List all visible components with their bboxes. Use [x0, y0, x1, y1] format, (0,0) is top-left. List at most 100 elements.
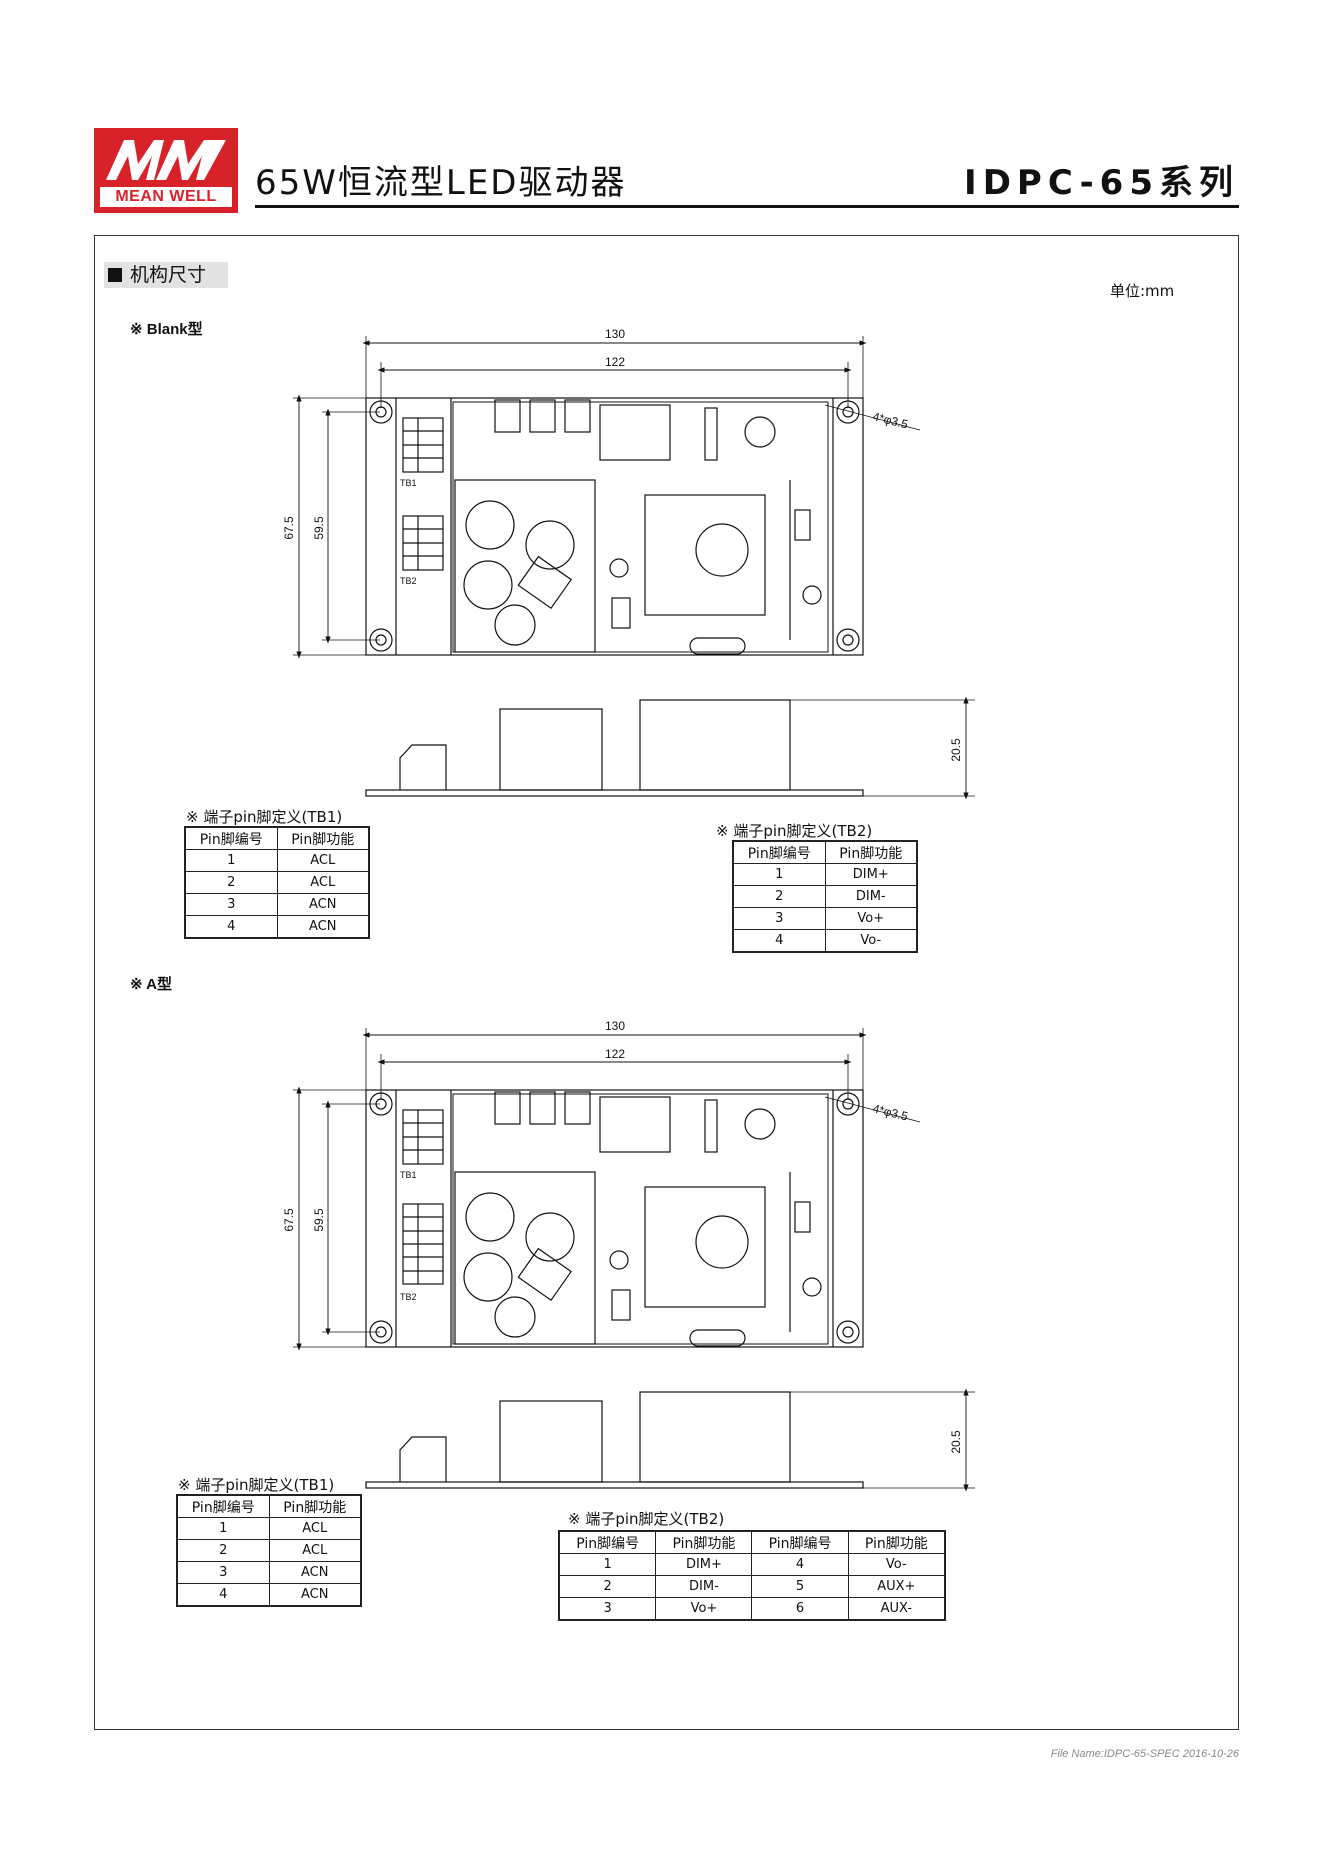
a-dim-59-5: 59.5 [312, 1208, 326, 1232]
blank-tb2-label: TB2 [400, 576, 417, 586]
blank-dim-67-5: 67.5 [282, 516, 296, 540]
a-tb2-caption: ※ 端子pin脚定义(TB2) [568, 1510, 725, 1528]
pin-function: DIM+ [824, 863, 918, 886]
pin-function: ACN [268, 1561, 362, 1584]
column-header: Pin脚编号 [176, 1494, 270, 1518]
section-heading: 机构尺寸 [104, 262, 228, 288]
pin-number: 4 [732, 929, 826, 953]
pin-function: ACL [268, 1539, 362, 1562]
pin-number: 3 [184, 893, 278, 916]
pin-number: 6 [751, 1597, 849, 1621]
a-dim-67-5: 67.5 [282, 1208, 296, 1232]
file-name-footer: File Name:IDPC-65-SPEC 2016-10-26 [1050, 1748, 1239, 1760]
a-dim-130: 130 [605, 1019, 625, 1033]
pin-number: 5 [751, 1575, 849, 1598]
pin-function: Vo- [824, 929, 918, 953]
column-header: Pin脚功能 [268, 1494, 362, 1518]
pin-number: 1 [732, 863, 826, 886]
series-name: IDPC-65系列 [964, 163, 1239, 203]
pin-function: DIM- [655, 1575, 753, 1598]
pin-number: 1 [558, 1553, 657, 1576]
pin-function: ACN [268, 1583, 362, 1607]
blank-hole-dim: 4*φ3.5 [871, 409, 909, 431]
pin-function: ACN [276, 915, 370, 939]
a-top-view [293, 1028, 921, 1351]
column-header: Pin脚编号 [558, 1530, 657, 1554]
pin-function: ACL [268, 1517, 362, 1540]
column-header: Pin脚功能 [824, 840, 918, 864]
pin-number: 2 [176, 1539, 270, 1562]
pin-function: ACL [276, 849, 370, 872]
column-header: Pin脚编号 [184, 826, 278, 850]
column-header: Pin脚功能 [847, 1530, 946, 1554]
pin-number: 4 [751, 1553, 849, 1576]
pin-number: 1 [176, 1517, 270, 1540]
pin-number: 2 [184, 871, 278, 894]
a-hole-dim: 4*φ3.5 [871, 1101, 909, 1123]
blank-top-view-text: 130 122 67.5 59.5 4*φ3.5 TB1 TB2 [282, 327, 910, 586]
a-tb1-caption: ※ 端子pin脚定义(TB1) [178, 1476, 335, 1494]
section-title: 机构尺寸 [130, 264, 207, 286]
blank-side-view [365, 696, 975, 800]
pin-function: DIM+ [655, 1553, 753, 1576]
pin-function: Vo+ [655, 1597, 753, 1621]
pin-function: DIM- [824, 885, 918, 908]
content-frame [94, 235, 1239, 1730]
unit-label: 单位:mm [1110, 282, 1175, 300]
a-side-view [365, 1388, 975, 1492]
logo-brand-text: MEAN WELL [100, 187, 232, 207]
pin-number: 2 [558, 1575, 657, 1598]
page-title: 65W恒流型LED驱动器 [255, 163, 627, 203]
pin-number: 3 [732, 907, 826, 930]
blank-tb1-label: TB1 [400, 478, 417, 488]
a-tb2-label: TB2 [400, 1292, 417, 1302]
a-dim-122: 122 [605, 1047, 625, 1061]
pin-number: 2 [732, 885, 826, 908]
blank-tb1-caption: ※ 端子pin脚定义(TB1) [186, 808, 343, 826]
pin-function: AUX- [847, 1597, 946, 1621]
column-header: Pin脚编号 [751, 1530, 849, 1554]
a-top-view-text: 130 122 67.5 59.5 4*φ3.5 TB1 TB2 [282, 1019, 910, 1302]
a-type-label: ※ A型 [130, 976, 173, 993]
blank-dim-130: 130 [605, 327, 625, 341]
pin-number: 3 [558, 1597, 657, 1621]
pin-number: 1 [184, 849, 278, 872]
column-header: Pin脚编号 [732, 840, 826, 864]
blank-type-label: ※ Blank型 [130, 321, 203, 338]
pin-function: AUX+ [847, 1575, 946, 1598]
blank-tb2-caption: ※ 端子pin脚定义(TB2) [716, 822, 873, 840]
mean-well-logo: MEAN WELL [94, 128, 238, 213]
a-dim-20-5: 20.5 [949, 1430, 963, 1454]
blank-top-view [293, 336, 921, 659]
bullet-square-icon [108, 268, 122, 282]
pin-function: Vo+ [824, 907, 918, 930]
mw-logo-icon [106, 140, 226, 180]
pin-function: ACN [276, 893, 370, 916]
blank-dim-122: 122 [605, 355, 625, 369]
pin-function: Vo- [847, 1553, 946, 1576]
pin-function: ACL [276, 871, 370, 894]
pin-number: 3 [176, 1561, 270, 1584]
header-rule [255, 205, 1239, 208]
blank-dim-59-5: 59.5 [312, 516, 326, 540]
blank-dim-20-5: 20.5 [949, 738, 963, 762]
column-header: Pin脚功能 [655, 1530, 753, 1554]
